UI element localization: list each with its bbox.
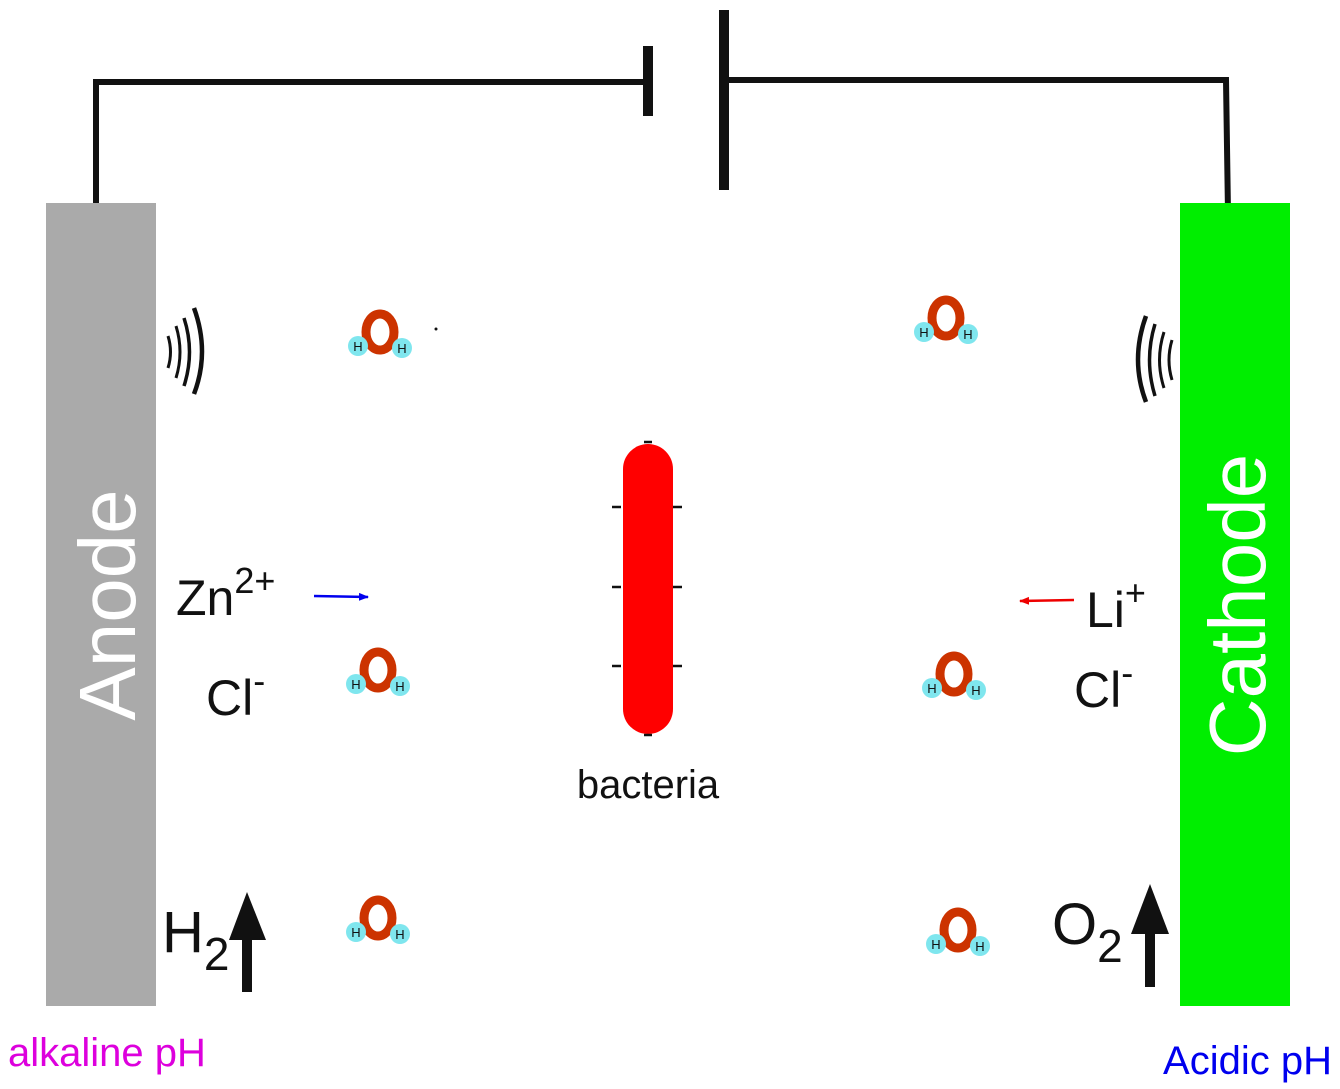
zn-ion-arrow-icon <box>313 592 369 601</box>
bacteria-body <box>623 444 673 734</box>
hydrogen-atom-label: H <box>971 683 980 698</box>
hydrogen-atom-label: H <box>395 679 404 694</box>
dot-mark <box>434 327 438 331</box>
vibration-waves-left-icon <box>166 307 205 395</box>
cl-ion-right-label: Cl- <box>1074 652 1133 718</box>
hydrogen-atom-label: H <box>351 677 360 692</box>
right-wire <box>724 77 1231 214</box>
acidic-ph-label: Acidic pH <box>1163 1039 1332 1083</box>
bacteria-label: bacteria <box>577 763 720 807</box>
hydrogen-atom-label: H <box>963 327 972 342</box>
o2-up-arrow-icon <box>1131 884 1169 987</box>
battery-symbol <box>643 10 729 190</box>
cathode-electrode <box>1180 203 1290 1006</box>
circuit-wire <box>93 77 1231 214</box>
o2-gas-label: O2 <box>1052 892 1123 972</box>
hydrogen-atom-label: H <box>397 341 406 356</box>
bacteria-charge-marks <box>612 440 682 737</box>
anode: Anode <box>46 203 156 1006</box>
vibration-waves-right-icon <box>1135 315 1174 403</box>
hydrogen-atom-label: H <box>353 339 362 354</box>
hydrogen-atom-label: H <box>351 925 360 940</box>
cathode: Cathode <box>1180 203 1290 1006</box>
h2-gas-label: H2 <box>162 900 229 980</box>
bacteria-cell: bacteria <box>577 440 720 807</box>
hydrogen-atom-label: H <box>975 939 984 954</box>
li-ion-arrow-icon <box>1019 596 1075 605</box>
hydrogen-atom-label: H <box>919 325 928 340</box>
h2-up-arrow-icon <box>229 892 266 992</box>
hydrogen-atom-label: H <box>931 937 940 952</box>
left-wire <box>93 79 648 213</box>
alkaline-ph-label: alkaline pH <box>8 1031 206 1075</box>
anode-label: Anode <box>63 489 152 720</box>
li-ion-label: Li+ <box>1086 572 1146 638</box>
zn-ion-label: Zn2+ <box>176 560 275 626</box>
hydrogen-atom-label: H <box>927 681 936 696</box>
cl-ion-left-label: Cl- <box>206 660 265 726</box>
hydrogen-atom-label: H <box>395 927 404 942</box>
cathode-label: Cathode <box>1193 454 1282 756</box>
anode-electrode <box>46 203 156 1006</box>
